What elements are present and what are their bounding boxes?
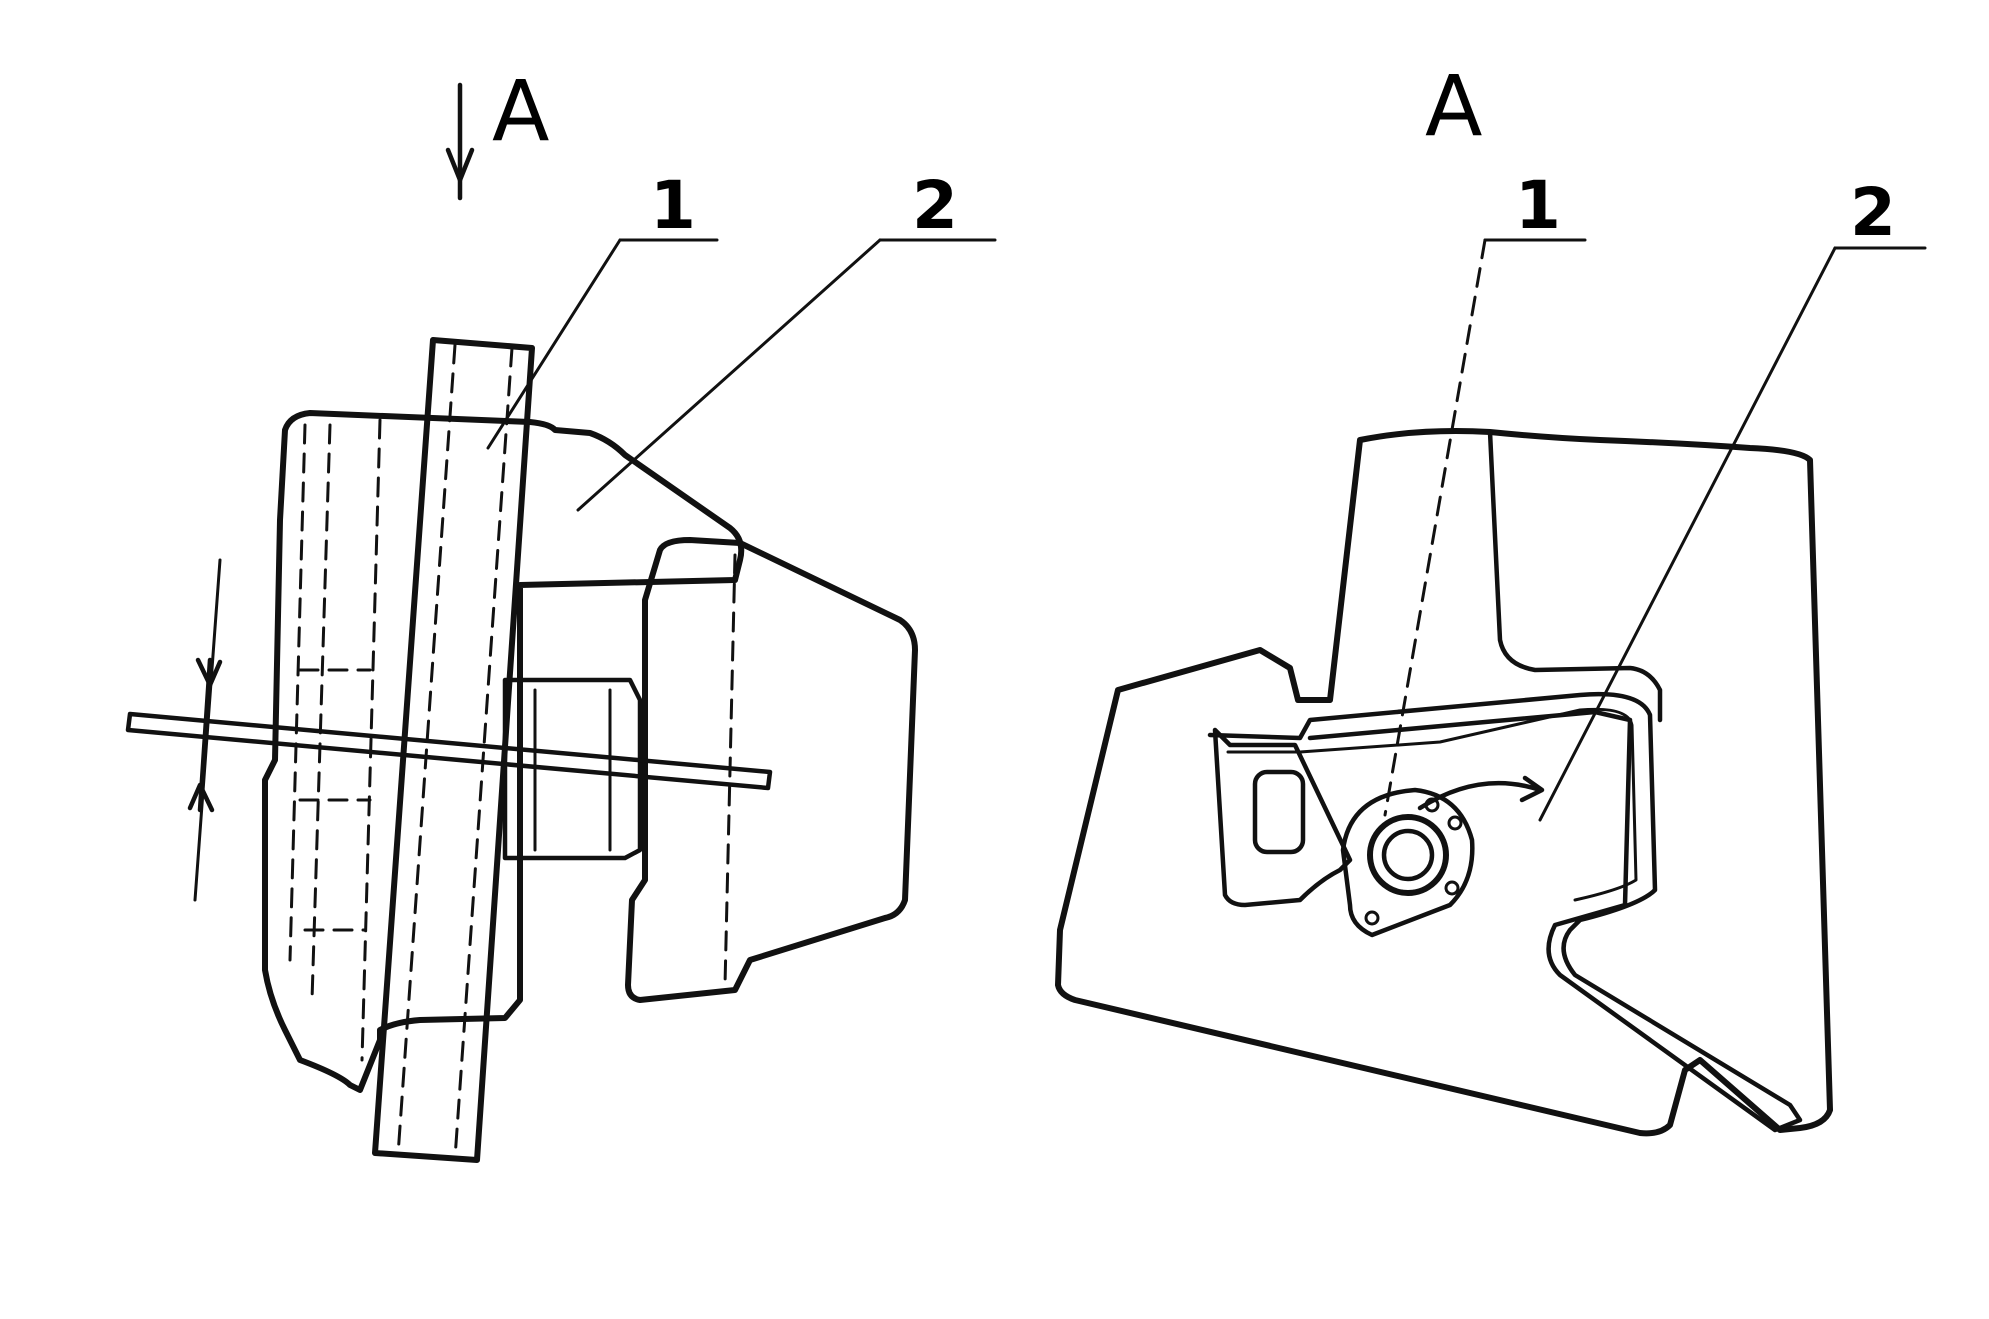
rotation-arrow: [1417, 775, 1545, 811]
view-label: A: [1425, 57, 1482, 155]
bracket-top-break: [1487, 429, 1663, 723]
callout-2-label: 2: [912, 167, 958, 244]
hub-block-inner: [533, 688, 612, 852]
housing-body: [262, 410, 745, 1093]
plate-part-1-hidden-edges: [396, 343, 514, 1160]
curved-slot-inner: [1226, 707, 1638, 902]
bracket-plate: [1055, 428, 1833, 1137]
pivot-hub: [1340, 787, 1475, 938]
curved-slot: [1207, 691, 1803, 1133]
callout-1-leader: [1383, 238, 1587, 817]
nose-block: [625, 537, 918, 1003]
callout-1-label: 1: [650, 167, 696, 244]
side-pocket: [1212, 727, 1353, 908]
callout-2-leader: [576, 238, 997, 512]
dimension-lines: [187, 558, 223, 902]
view-direction-label: A: [492, 62, 549, 160]
pocket-slot: [1252, 769, 1306, 855]
plate-part-1: [372, 337, 535, 1163]
right-view: A 1 2: [1055, 57, 1927, 1137]
callout-1-leader: [486, 238, 719, 450]
shaft: [125, 711, 773, 791]
callout-1-label: 1: [1515, 167, 1561, 244]
callout-2-leader: [1538, 246, 1927, 822]
view-direction-arrow: [445, 82, 475, 201]
hub-block: [502, 677, 643, 861]
left-view: A 1 2: [125, 62, 997, 1163]
housing-hidden-edges: [288, 418, 382, 1062]
callout-2-label: 2: [1850, 174, 1896, 251]
